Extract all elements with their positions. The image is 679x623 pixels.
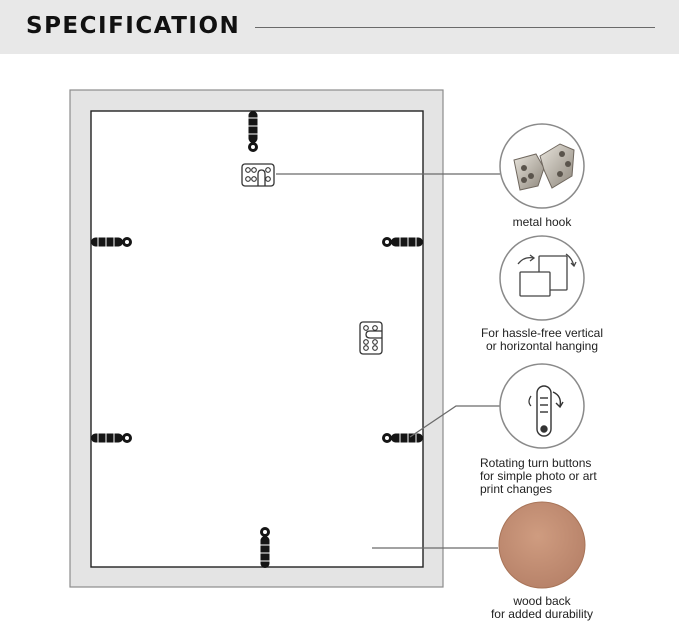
turn-button-right-upper-icon xyxy=(381,236,424,248)
metal-hook-icon xyxy=(513,143,575,191)
rotate-orientation-icon xyxy=(517,253,577,297)
turn-button-bottom-icon xyxy=(259,526,271,569)
caption-turn-buttons: Rotating turn buttons for simple photo o… xyxy=(480,456,597,496)
page-title: SPECIFICATION xyxy=(26,13,241,39)
caption-metal-hook: metal hook xyxy=(512,215,572,229)
hanger-side-icon xyxy=(359,321,383,355)
wood-back-icon xyxy=(498,501,586,589)
caption-wood-back: wood back for added durability xyxy=(490,594,594,621)
turn-button-icon xyxy=(528,385,564,437)
title-divider xyxy=(255,27,655,28)
hanger-top-icon xyxy=(241,163,275,187)
header-bar: SPECIFICATION xyxy=(0,0,679,54)
leader-line-turn-button xyxy=(409,405,500,438)
turn-button-left-upper-icon xyxy=(90,236,133,248)
turn-button-right-lower-icon xyxy=(381,432,424,444)
turn-button-top-icon xyxy=(247,110,259,153)
turn-button-left-lower-icon xyxy=(90,432,133,444)
caption-hanging: For hassle-free vertical or horizontal h… xyxy=(480,326,604,353)
